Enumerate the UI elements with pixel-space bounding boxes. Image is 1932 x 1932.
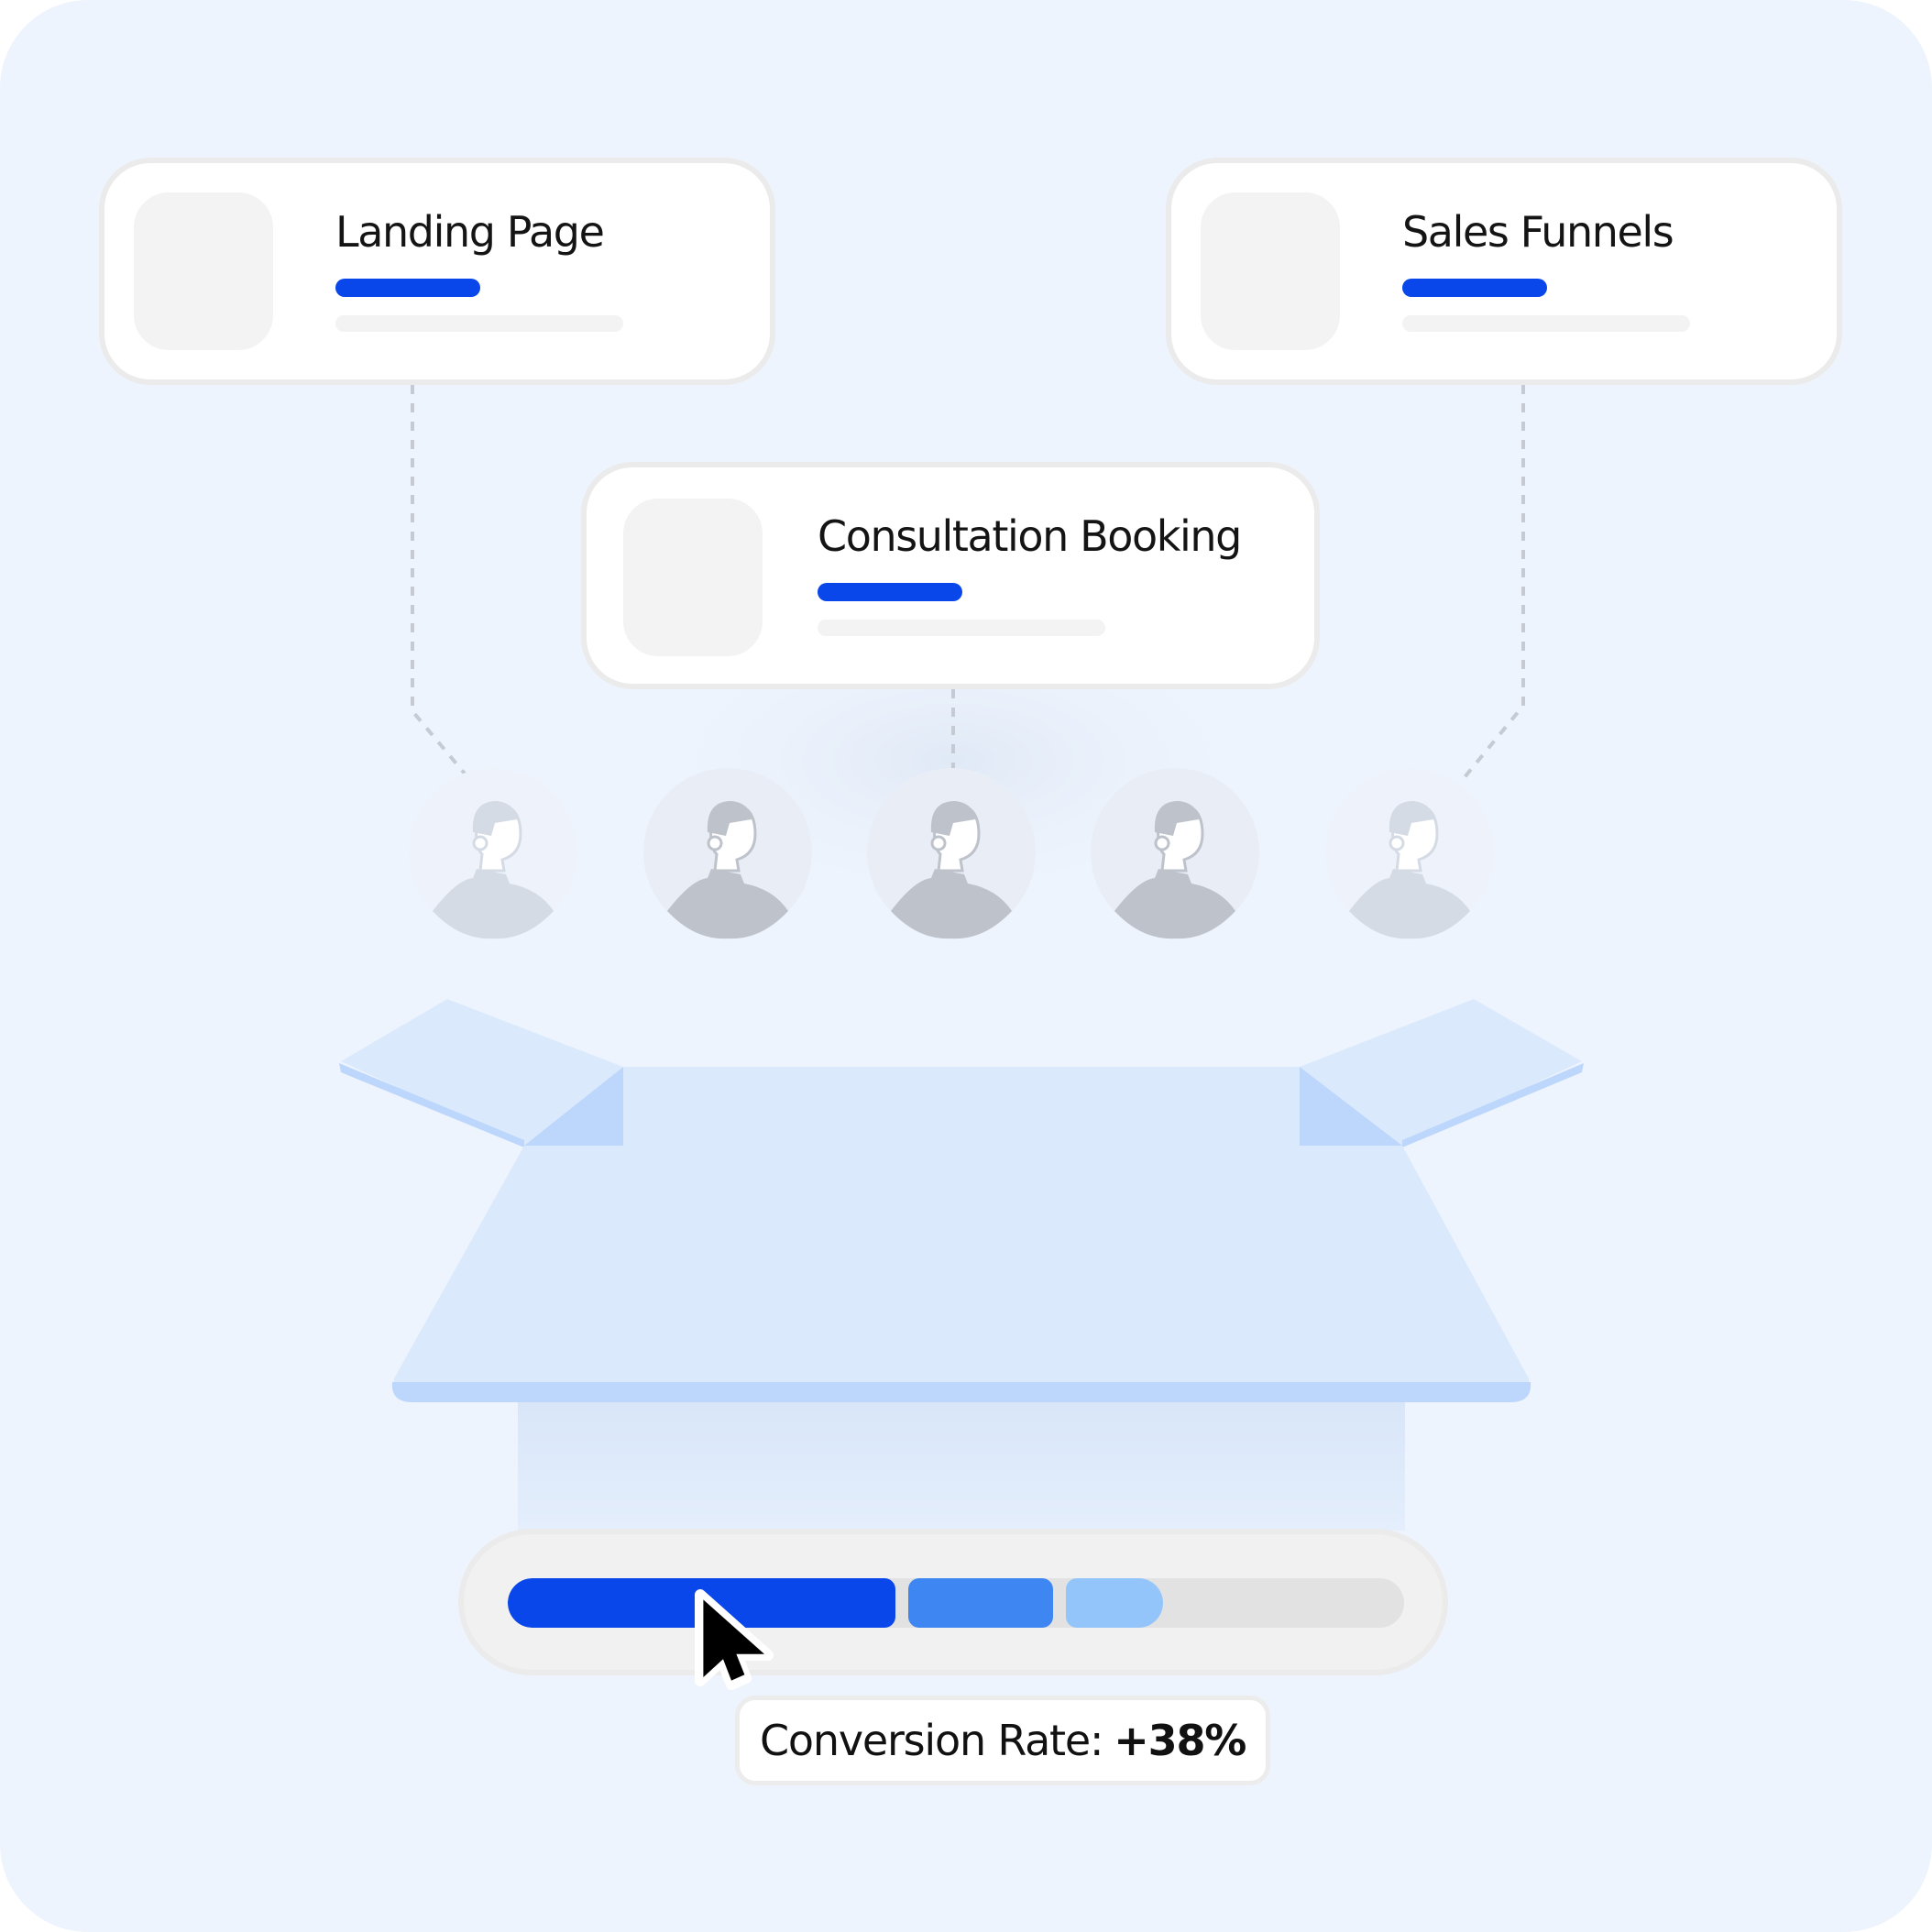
person-avatar-icon: [867, 768, 1036, 939]
conversion-rate-tooltip: Conversion Rate: +38%: [735, 1696, 1271, 1785]
box-inner-shade-left: [524, 1067, 623, 1146]
card-accent-bar: [1402, 279, 1547, 297]
card-title: Sales Funnels: [1402, 207, 1674, 257]
card-accent-bar: [335, 279, 480, 297]
avatar-row: [409, 768, 1494, 939]
card-sales-funnels[interactable]: Sales Funnels: [1166, 158, 1842, 385]
card-thumbnail: [1201, 192, 1340, 350]
avatar-body: [433, 869, 554, 939]
tooltip-label: Conversion Rate:: [760, 1716, 1103, 1765]
card-thumbnail: [623, 499, 763, 656]
open-box-icon: [339, 999, 1584, 1531]
dashed-connectors: [411, 385, 1525, 781]
box-rim: [391, 1382, 1531, 1402]
box-shaft: [518, 1384, 1405, 1531]
avatar-ear: [1389, 835, 1405, 851]
box-inner-shade-right: [1300, 1067, 1402, 1146]
progress-segment-2: [908, 1578, 1053, 1628]
avatar-ear: [930, 835, 947, 851]
card-placeholder-bar: [335, 315, 623, 332]
card-consultation-booking[interactable]: Consultation Booking: [581, 462, 1320, 689]
card-accent-bar: [818, 583, 962, 601]
card-placeholder-bar: [818, 620, 1105, 636]
avatar-hair: [930, 801, 975, 836]
card-thumbnail: [134, 192, 273, 350]
avatar-hair: [472, 801, 517, 836]
avatar-ear: [1154, 835, 1170, 851]
avatar-body: [891, 869, 1012, 939]
card-placeholder-bar: [1402, 315, 1690, 332]
avatar-hair: [707, 801, 752, 836]
box-flap-left-edge: [339, 1063, 524, 1147]
avatar-body: [1349, 869, 1470, 939]
tooltip-value: +38%: [1114, 1716, 1246, 1765]
avatar-body: [667, 869, 788, 939]
box-flap-right: [1300, 999, 1582, 1146]
person-avatar-icon: [1091, 768, 1259, 939]
connector-sales: [1463, 385, 1525, 779]
box-front: [393, 1146, 1530, 1402]
progress-segment-3: [1066, 1578, 1163, 1628]
avatar-hair: [1154, 801, 1199, 836]
card-landing-page[interactable]: Landing Page: [99, 158, 775, 385]
avatar-ear: [707, 835, 723, 851]
mouse-pointer-icon: [695, 1589, 774, 1690]
box-back: [623, 1067, 1300, 1147]
card-title: Consultation Booking: [818, 511, 1242, 561]
box-flap-right-edge: [1402, 1063, 1584, 1147]
person-avatar-icon: [1325, 768, 1494, 939]
conversion-progress-bar: [458, 1529, 1448, 1675]
progress-track: [508, 1578, 1404, 1628]
card-title: Landing Page: [335, 207, 605, 257]
avatar-body: [1114, 869, 1235, 939]
connector-landing: [411, 385, 471, 781]
avatar-hair: [1389, 801, 1433, 836]
box-flap-left: [341, 999, 623, 1146]
person-avatar-icon: [409, 768, 577, 939]
person-avatar-icon: [643, 768, 812, 939]
avatar-ear: [472, 835, 488, 851]
